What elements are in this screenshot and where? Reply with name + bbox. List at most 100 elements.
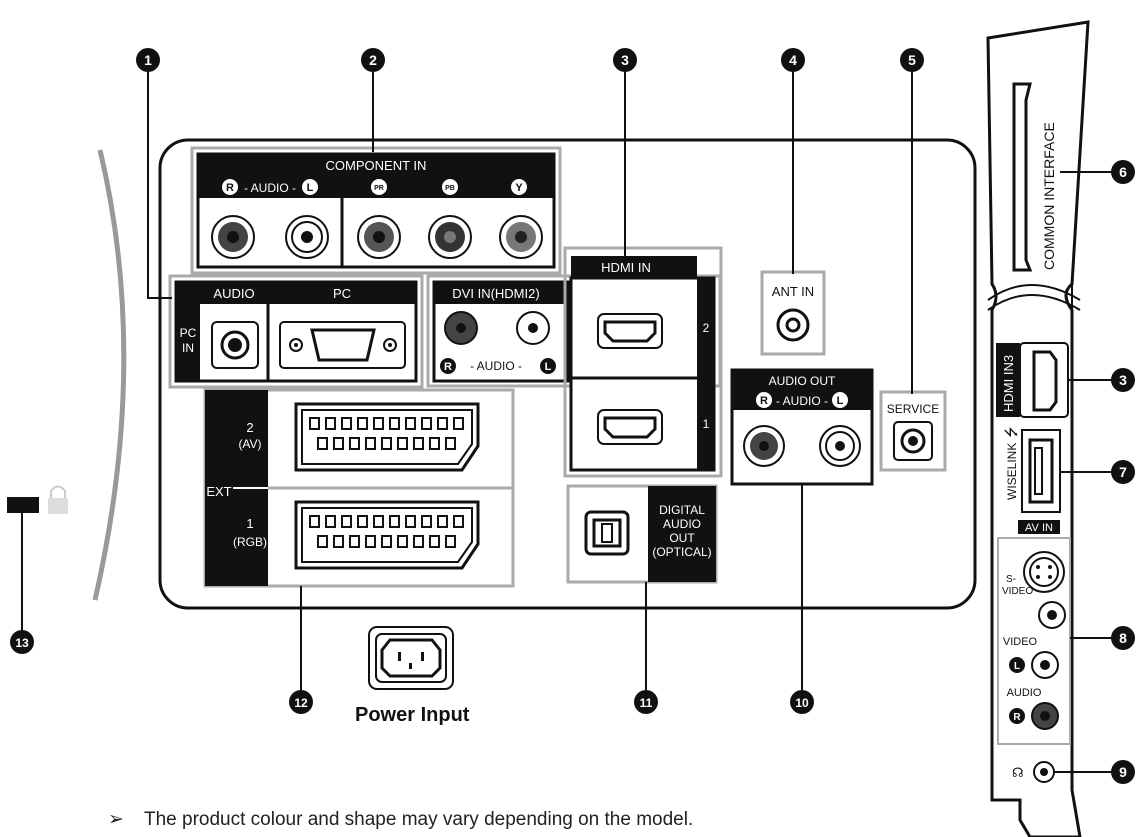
dvi-r-badge: R (444, 361, 452, 373)
side-audio-l-jack[interactable] (1031, 651, 1059, 679)
dvi-audio-l-jack[interactable] (516, 311, 550, 345)
component-pb-jack[interactable] (428, 215, 472, 259)
scart-pin (397, 437, 408, 450)
pc-audio-jack[interactable] (211, 321, 259, 369)
scart-pin (453, 417, 464, 430)
scart-pin (325, 417, 336, 430)
video-jack[interactable] (1038, 601, 1066, 629)
side-panel: COMMON INTERFACE HDMI IN3 WISELINK ⭍ AV … (986, 20, 1090, 837)
svg-text:12: 12 (294, 696, 308, 710)
svg-text:9: 9 (1119, 764, 1127, 780)
scart-pin (445, 535, 456, 548)
hdmi-port-2-label: 2 (703, 321, 710, 335)
service-jack[interactable] (893, 421, 933, 461)
digital-audio-out-group: DIGITAL AUDIO OUT (OPTICAL) (566, 484, 718, 584)
ext-slot-2: 2 (246, 420, 253, 435)
scart-pin (309, 417, 320, 430)
svg-text:7: 7 (1119, 464, 1127, 480)
scart-pin (389, 515, 400, 528)
callout-8: 8 (1111, 626, 1135, 650)
digital-out-line3: OUT (669, 531, 695, 545)
dvi-hdmi-group: DVI IN(HDMI2) R - AUDIO - L HDMI IN 2 1 (426, 246, 723, 478)
video-label: VIDEO (1003, 636, 1038, 648)
pc-label: PC (333, 286, 351, 301)
audio-out-l-jack[interactable] (819, 425, 861, 467)
callout-10: 10 (790, 690, 814, 714)
audio-out-r-jack[interactable] (743, 425, 785, 467)
callout-7: 7 (1111, 460, 1135, 484)
component-y-jack[interactable] (499, 215, 543, 259)
scart-pin (429, 437, 440, 450)
scart-pin (405, 417, 416, 430)
hdmi-in3-port[interactable] (1019, 342, 1069, 418)
ext-group: EXT 2 (AV) 1 (RGB) (203, 388, 515, 588)
component-audio-r-jack[interactable] (211, 215, 255, 259)
component-l-badge: L (307, 182, 314, 194)
kensington-lock-icon (7, 485, 68, 514)
callout-12: 12 (289, 690, 313, 714)
svg-text:10: 10 (795, 696, 809, 710)
dvi-audio-r-jack[interactable] (444, 311, 478, 345)
ant-in-jack[interactable] (776, 308, 810, 342)
callout-6: 6 (1111, 160, 1135, 184)
component-pr-jack[interactable] (357, 215, 401, 259)
callout-11: 11 (634, 690, 658, 714)
usb-port[interactable] (1021, 429, 1061, 513)
component-y-badge: Y (515, 182, 523, 194)
scart-pin (413, 437, 424, 450)
callout-3-side: 3 (1111, 368, 1135, 392)
dvi-l-badge: L (545, 361, 552, 373)
component-audio-label: - AUDIO - (244, 181, 296, 195)
component-audio-l-jack[interactable] (285, 215, 329, 259)
ext-slot-1: 1 (246, 516, 253, 531)
scart-pin (445, 437, 456, 450)
ext-slot-1-sub: (RGB) (233, 535, 267, 549)
component-in-title: COMPONENT IN (326, 158, 427, 173)
side-r-badge: R (1013, 712, 1021, 723)
component-r-badge: R (226, 182, 234, 194)
power-input-socket[interactable] (368, 626, 454, 690)
component-in-group: COMPONENT IN R - AUDIO - L PR PB Y (190, 146, 562, 275)
scart-1-port[interactable] (294, 500, 480, 570)
side-audio-r-jack[interactable] (1031, 702, 1059, 730)
common-interface-slot[interactable] (1012, 82, 1033, 272)
optical-port[interactable] (584, 510, 630, 556)
svg-text:3: 3 (621, 52, 629, 68)
scart-pin (341, 515, 352, 528)
hdmi-2-port[interactable] (597, 313, 663, 349)
scart-pin (397, 535, 408, 548)
scart-pin (309, 515, 320, 528)
s-video-label-2: VIDEO (1002, 586, 1033, 597)
ant-in-group: ANT IN (760, 270, 826, 356)
svg-text:11: 11 (640, 696, 653, 710)
scart-2-port[interactable] (294, 402, 480, 472)
av-in-label: AV IN (1025, 522, 1053, 534)
scart-pin (429, 535, 440, 548)
callout-13: 13 (10, 630, 34, 654)
digital-out-line2: AUDIO (663, 517, 701, 531)
scart-pin (333, 535, 344, 548)
scart-pin (349, 437, 360, 450)
headphone-jack[interactable] (1033, 761, 1055, 783)
hdmi-1-port[interactable] (597, 409, 663, 445)
scart-pin (357, 515, 368, 528)
callout-4: 4 (781, 48, 805, 72)
scart-pin (421, 417, 432, 430)
callout-1: 1 (136, 48, 160, 72)
component-pr-badge: PR (374, 185, 384, 192)
scart-pin (381, 437, 392, 450)
scart-pin (437, 417, 448, 430)
s-video-jack[interactable] (1023, 551, 1065, 593)
audio-out-title: AUDIO OUT (769, 374, 836, 388)
component-pb-badge: PB (445, 185, 455, 192)
scart-pin (413, 535, 424, 548)
side-audio-label: AUDIO (1007, 687, 1042, 699)
svg-text:13: 13 (15, 636, 29, 650)
leader-lines (147, 72, 1115, 773)
svg-text:4: 4 (789, 52, 797, 68)
headphone-icon: ☊ (1012, 766, 1024, 781)
scart-pin (453, 515, 464, 528)
audio-out-group: AUDIO OUT R - AUDIO - L (730, 368, 874, 486)
pc-vga-port[interactable] (279, 321, 406, 369)
